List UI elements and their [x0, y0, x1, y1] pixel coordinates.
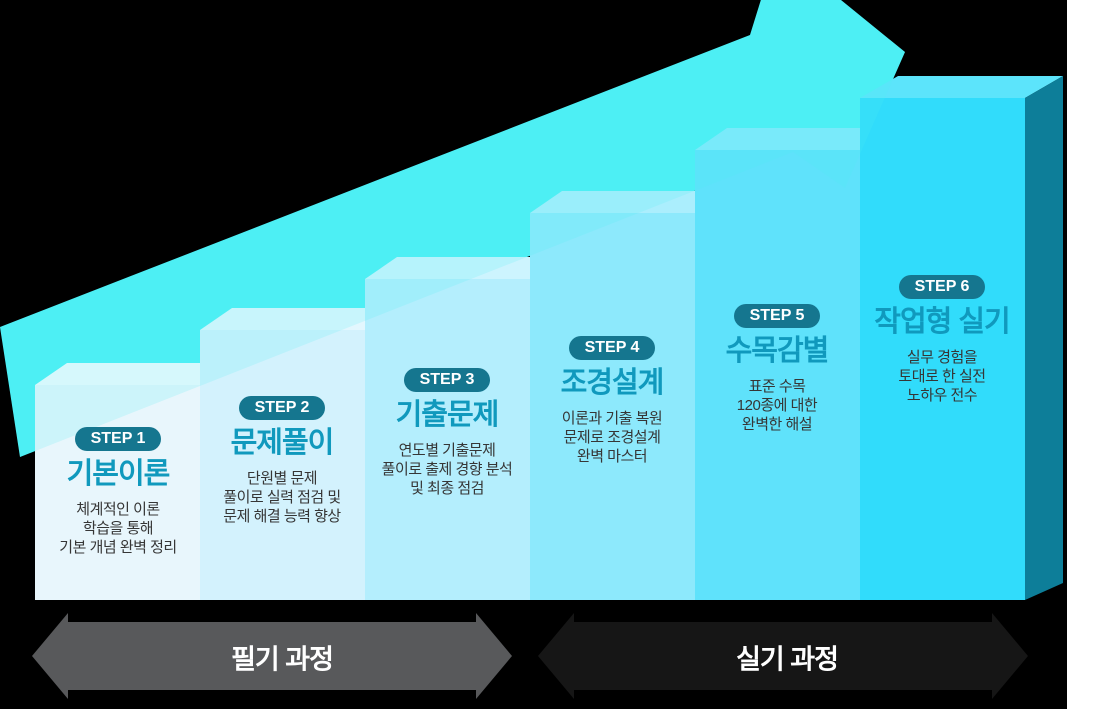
step-4-block: STEP 4 조경설계 이론과 기출 복원 문제로 조경설계 완벽 마스터: [522, 336, 702, 466]
step-column-5-front: [695, 150, 860, 600]
step-1-title: 기본이론: [66, 458, 171, 490]
step-5-desc-line: 완벽한 해설: [741, 416, 813, 433]
step-column-3: [365, 257, 562, 600]
step-column-2-front: [200, 330, 365, 600]
step-2-desc-line: 풀이로 실력 점검 및: [223, 489, 341, 506]
step-3-desc: 연도별 기출문제 풀이로 출제 경향 분석 및 최종 점검: [357, 441, 537, 498]
step-column-4: [530, 191, 727, 600]
step-2-desc-line: 문제 해결 능력 향상: [223, 508, 341, 525]
step-5-badge: STEP 5: [733, 304, 821, 328]
step-2-title: 문제풀이: [230, 427, 335, 459]
step-6-desc: 실무 경험을 토대로 한 실전 노하우 전수: [852, 348, 1032, 405]
step-1-desc: 체계적인 이론 학습을 통해 기본 개념 완벽 정리: [28, 500, 208, 557]
step-6-desc-line: 토대로 한 실전: [898, 368, 986, 385]
step-2-desc-line: 단원별 문제: [246, 470, 318, 487]
step-2-block: STEP 2 문제풀이 단원별 문제 풀이로 실력 점검 및 문제 해결 능력 …: [192, 396, 372, 526]
step-3-desc-line: 연도별 기출문제: [398, 442, 496, 459]
step-column-3-top: [365, 257, 562, 279]
step-column-6-top: [860, 76, 1063, 98]
step-column-3-front: [365, 279, 530, 600]
step-3-desc-line: 풀이로 출제 경향 분석: [381, 461, 513, 478]
step-5-desc-line: 120종에 대한: [736, 397, 818, 414]
step-column-5: [695, 128, 892, 600]
practical-course-label: 실기 과정: [736, 644, 839, 675]
step-column-1-front: [35, 385, 200, 600]
step-3-block: STEP 3 기출문제 연도별 기출문제 풀이로 출제 경향 분석 및 최종 점…: [357, 368, 537, 498]
written-course-arrow: [32, 613, 512, 699]
step-column-6-front: [860, 98, 1025, 600]
step-2-badge: STEP 2: [238, 396, 326, 420]
step-column-2-top: [200, 308, 397, 330]
step-column-6-side: [1025, 76, 1063, 600]
step-5-desc-line: 표준 수목: [748, 378, 806, 395]
step-6-badge: STEP 6: [898, 275, 986, 299]
step-1-block: STEP 1 기본이론 체계적인 이론 학습을 통해 기본 개념 완벽 정리: [28, 427, 208, 557]
step-column-5-top: [695, 128, 892, 150]
step-5-desc: 표준 수목 120종에 대한 완벽한 해설: [687, 377, 867, 434]
step-column-4-front: [530, 213, 695, 600]
step-4-title: 조경설계: [560, 367, 665, 399]
step-1-desc-line: 체계적인 이론: [76, 501, 160, 518]
practical-course-arrow: [538, 613, 1028, 699]
written-course-label: 필기 과정: [231, 644, 334, 675]
step-4-desc: 이론과 기출 복원 문제로 조경설계 완벽 마스터: [522, 409, 702, 466]
step-6-desc-line: 실무 경험을: [906, 349, 978, 366]
growth-arrow-overlay: [0, 0, 905, 457]
step-column-1-top: [35, 363, 232, 385]
step-4-desc-line: 이론과 기출 복원: [561, 410, 663, 427]
step-3-desc-line: 및 최종 점검: [410, 480, 484, 497]
step-4-desc-line: 완벽 마스터: [576, 448, 648, 465]
step-3-title: 기출문제: [395, 399, 500, 431]
step-1-desc-line: 기본 개념 완벽 정리: [59, 539, 177, 556]
step-4-badge: STEP 4: [568, 336, 656, 360]
step-column-6: [860, 76, 1063, 600]
step-1-desc-line: 학습을 통해: [82, 520, 154, 537]
step-2-desc: 단원별 문제 풀이로 실력 점검 및 문제 해결 능력 향상: [192, 469, 372, 526]
step-5-block: STEP 5 수목감별 표준 수목 120종에 대한 완벽한 해설: [687, 304, 867, 434]
step-column-1: [35, 363, 232, 600]
step-column-2: [200, 308, 397, 600]
step-6-block: STEP 6 작업형 실기 실무 경험을 토대로 한 실전 노하우 전수: [852, 275, 1032, 405]
step-6-desc-line: 노하우 전수: [906, 387, 978, 404]
step-5-title: 수목감별: [725, 335, 830, 367]
step-column-4-top: [530, 191, 727, 213]
step-1-badge: STEP 1: [74, 427, 162, 451]
step-3-badge: STEP 3: [403, 368, 491, 392]
step-6-title: 작업형 실기: [874, 306, 1010, 338]
step-4-desc-line: 문제로 조경설계: [563, 429, 661, 446]
